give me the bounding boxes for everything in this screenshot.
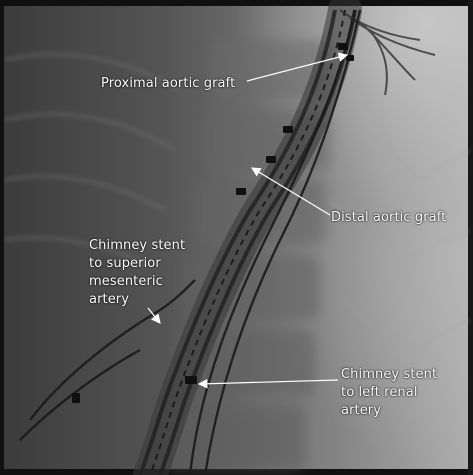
label-chimney-stent-sma: Chimney stent to superior mesenteric art… (89, 238, 186, 307)
label-distal-aortic-graft: Distal aortic graft (331, 210, 447, 225)
label-chimney-stent-left-renal: Chimney stent to left renal artery (341, 367, 438, 418)
label-proximal-aortic-graft: Proximal aortic graft (101, 76, 236, 91)
